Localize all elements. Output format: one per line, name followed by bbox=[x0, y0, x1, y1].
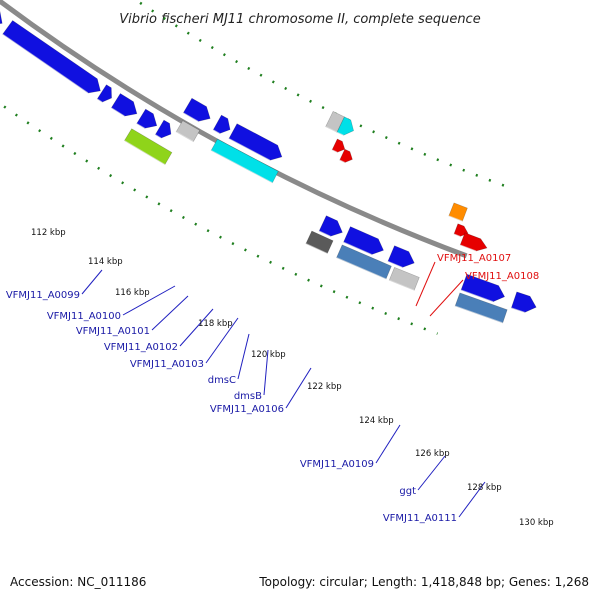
leader-line bbox=[458, 481, 486, 518]
gene-label: VFMJ11_A0109 bbox=[300, 459, 374, 470]
leader-line bbox=[237, 333, 250, 380]
gene-label: VFMJ11_A0101 bbox=[76, 326, 150, 337]
feature-track bbox=[0, 10, 537, 324]
gene-feature-highlight bbox=[228, 138, 271, 161]
gene-feature-highlight bbox=[336, 257, 387, 280]
gene-feature-highlight bbox=[336, 131, 344, 136]
gene-feature-25 bbox=[448, 202, 468, 222]
leader-line bbox=[285, 367, 312, 409]
tick-label: 130 kbp bbox=[519, 518, 554, 528]
gene-feature-8 bbox=[154, 119, 172, 139]
gene-feature-12 bbox=[212, 114, 231, 134]
leader-line bbox=[205, 317, 239, 364]
tick-label: 114 kbp bbox=[88, 257, 123, 267]
leader-line bbox=[415, 261, 436, 307]
gene-label: VFMJ11_A0106 bbox=[210, 404, 284, 415]
gene-feature-highlight bbox=[110, 107, 125, 117]
gene-feature-highlight bbox=[454, 305, 503, 324]
gene-feature-highlight bbox=[210, 149, 273, 184]
gene-feature-6 bbox=[110, 93, 138, 117]
gene-feature-5 bbox=[96, 84, 112, 103]
gene-label: VFMJ11_A0107 bbox=[437, 253, 511, 264]
gene-feature-highlight bbox=[388, 279, 415, 291]
gene-feature-4 bbox=[2, 20, 101, 94]
map-title: Vibrio fischeri MJ11 chromosome II, comp… bbox=[119, 12, 480, 27]
gene-feature-3 bbox=[0, 10, 3, 24]
tick-label: 112 kbp bbox=[31, 228, 66, 238]
leader-line bbox=[81, 269, 103, 295]
gene-feature-16 bbox=[336, 116, 354, 136]
leader-line bbox=[122, 285, 176, 316]
gene-label: dmsB bbox=[234, 391, 262, 402]
tick-label: 128 kbp bbox=[467, 483, 502, 493]
gene-feature-highlight bbox=[448, 215, 463, 222]
gene-label: VFMJ11_A0103 bbox=[130, 359, 204, 370]
gene-feature-highlight bbox=[212, 129, 220, 135]
tick-label: 118 kbp bbox=[198, 319, 233, 329]
gene-feature-highlight bbox=[124, 140, 166, 166]
gene-label: VFMJ11_A0111 bbox=[383, 513, 457, 524]
gene-label: VFMJ11_A0100 bbox=[47, 311, 121, 322]
gene-feature-28 bbox=[460, 273, 506, 303]
gene-feature-highlight bbox=[175, 131, 194, 143]
tick-label: 120 kbp bbox=[251, 350, 286, 360]
gene-feature-18 bbox=[339, 148, 353, 163]
tick-labels: 112 kbp 114 kbp 116 kbp 118 kbp 120 kbp 122 k… bbox=[31, 228, 554, 528]
topology-summary-text: Topology: circular; Length: 1,418,848 bp… bbox=[258, 575, 589, 589]
tick-ring-inner bbox=[0, 102, 438, 335]
label-leaders bbox=[81, 261, 486, 518]
gene-feature-27 bbox=[459, 232, 488, 252]
gene-label: ggt bbox=[399, 486, 416, 497]
gene-feature-highlight bbox=[453, 233, 461, 237]
leader-line bbox=[417, 455, 446, 491]
gene-feature-highlight bbox=[96, 98, 103, 103]
gene-feature-highlight bbox=[136, 123, 145, 129]
chromosome-backbone bbox=[0, 0, 468, 259]
accession-text: Accession: NC_011186 bbox=[10, 575, 146, 589]
tick-label: 126 kbp bbox=[415, 449, 450, 459]
gene-feature-19 bbox=[318, 215, 343, 237]
gene-feature-21 bbox=[343, 226, 384, 255]
tick-label: 122 kbp bbox=[307, 382, 342, 392]
gene-label: VFMJ11_A0102 bbox=[104, 342, 178, 353]
gene-feature-highlight bbox=[2, 33, 89, 94]
gene-label: dmsC bbox=[208, 375, 236, 386]
gene-feature-7 bbox=[136, 108, 158, 129]
gene-feature-highlight bbox=[325, 126, 338, 133]
gene-feature-highlight bbox=[183, 112, 199, 122]
leader-line bbox=[179, 308, 214, 347]
gene-feature-30 bbox=[510, 291, 537, 313]
leader-line bbox=[429, 279, 464, 317]
leader-line bbox=[263, 349, 269, 396]
gene-label: VFMJ11_A0099 bbox=[6, 290, 80, 301]
gene-feature-17 bbox=[331, 138, 346, 153]
gene-feature-highlight bbox=[331, 149, 338, 153]
gene-labels: VFMJ11_A0099VFMJ11_A0100VFMJ11_A0101VFMJ… bbox=[6, 253, 539, 524]
gene-label: VFMJ11_A0108 bbox=[465, 271, 539, 282]
gene-feature-highlight bbox=[460, 289, 494, 303]
gene-feature-13 bbox=[228, 123, 283, 161]
leader-line bbox=[375, 424, 401, 464]
tick-label: 116 kbp bbox=[115, 288, 150, 298]
gene-feature-highlight bbox=[339, 159, 346, 164]
gene-feature-10 bbox=[182, 97, 211, 122]
gene-feature-highlight bbox=[154, 134, 162, 139]
gene-feature-26 bbox=[453, 223, 469, 237]
tick-label: 124 kbp bbox=[359, 416, 394, 426]
gene-feature-highlight bbox=[318, 230, 331, 237]
gene-feature-highlight bbox=[459, 244, 477, 252]
gene-feature-highlight bbox=[305, 243, 328, 255]
gene-feature-highlight bbox=[511, 307, 525, 313]
tick-ring-outer bbox=[133, 0, 510, 189]
leader-line bbox=[151, 295, 189, 331]
gene-feature-23 bbox=[387, 245, 415, 268]
gene-feature-highlight bbox=[387, 260, 403, 268]
gene-feature-highlight bbox=[343, 241, 372, 256]
